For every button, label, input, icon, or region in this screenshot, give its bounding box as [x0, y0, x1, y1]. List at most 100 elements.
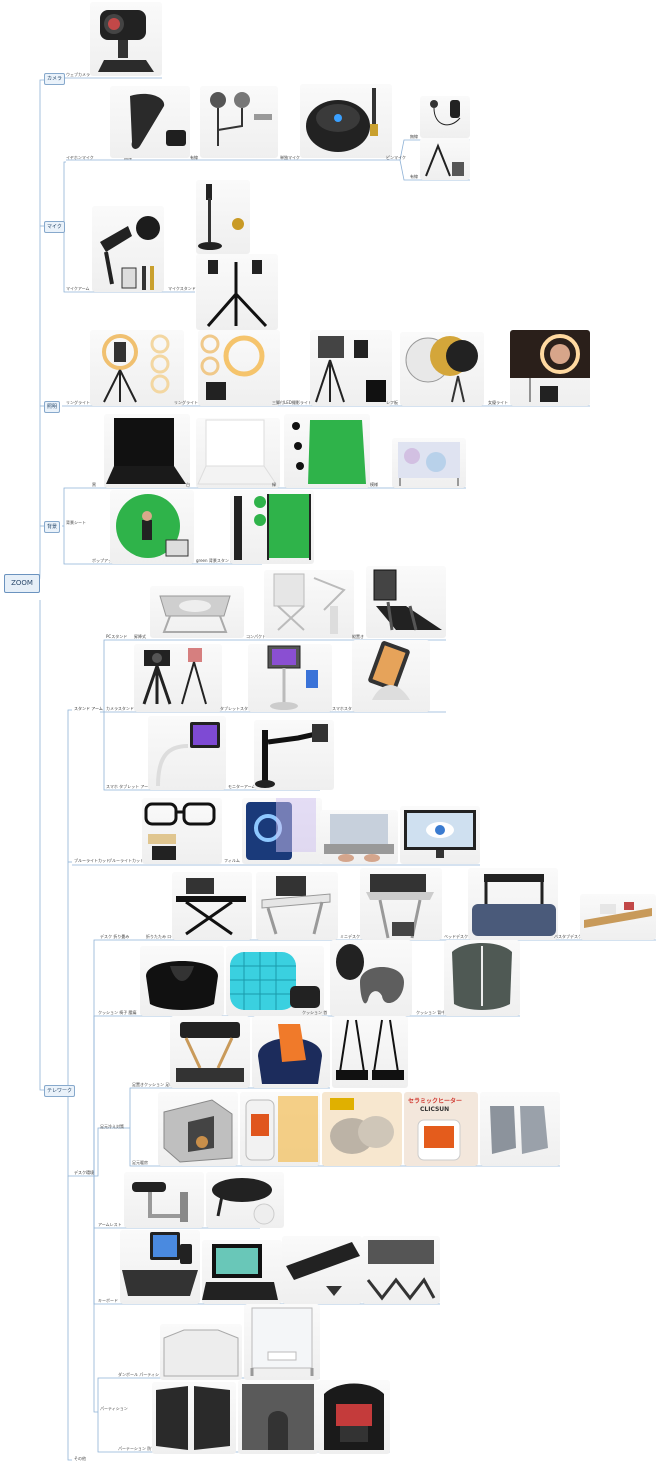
pin-mic-wireless-image [420, 96, 470, 138]
conference-mic-image [300, 84, 392, 158]
label-bluelight-cut[interactable]: ブルーライトカット [74, 858, 110, 863]
label-footrest[interactable]: 足置きクッション 足け [132, 1082, 174, 1087]
label-keyboard[interactable]: キーボード [98, 1298, 118, 1303]
label-pin-mic[interactable]: ピンマイク [386, 155, 406, 160]
label-foot-warmer[interactable]: 足元暖房 [132, 1160, 148, 1165]
label-single-mic[interactable]: 単独マイク [280, 155, 300, 160]
label-reflector[interactable]: レフ板 [386, 400, 398, 405]
bath-desk-image [580, 894, 656, 940]
monitor-bluelight-image [400, 806, 480, 864]
label-pop-up[interactable]: ポップアップ [92, 558, 116, 563]
label-camera-stand[interactable]: カメラスタンド [106, 706, 134, 711]
heater-box-brand: CLICSUN [420, 1106, 450, 1113]
arm-rest-image [124, 1172, 204, 1228]
label-webcam[interactable]: ウェブカメラ [66, 72, 90, 77]
foot-cushion-image [252, 1016, 330, 1088]
label-other-light[interactable]: 女優ライト [488, 400, 508, 405]
label-pc-compact[interactable]: コンパクト [246, 634, 266, 639]
arm-rest-pad-image [206, 1172, 284, 1228]
ring-light-tripod-image [90, 330, 184, 406]
label-bg-sheet[interactable]: 背景シート [66, 520, 86, 525]
label-other[interactable]: その他 [74, 1456, 86, 1461]
film-image [242, 798, 322, 864]
label-partition-booth[interactable]: パーテーション 防音 [118, 1446, 156, 1451]
category-camera[interactable]: カメラ [44, 73, 66, 85]
label-bath-desk[interactable]: バスタブデスク [554, 934, 582, 939]
label-pc-elevate[interactable]: 昇降式 [134, 634, 146, 639]
label-pin-wired[interactable]: 有線 [410, 174, 418, 179]
white-background-image [196, 418, 280, 488]
label-desk-env[interactable]: デスク環境 [74, 1170, 94, 1175]
label-bg-pattern[interactable]: 模様 [370, 482, 378, 487]
phone-stand-image [352, 640, 430, 712]
reflector-image [400, 332, 484, 406]
bluelight-glasses-image [142, 798, 222, 864]
category-light[interactable]: 照明 [44, 401, 61, 413]
beauty-light-image [510, 330, 590, 406]
footrest-image [170, 1016, 250, 1088]
label-ring-light-tripod[interactable]: リングライト 三脚 [66, 400, 100, 405]
green-background-image [284, 414, 370, 488]
wireless-headset-image [110, 86, 190, 158]
label-ring-light-clip[interactable]: リングライト クリップ [174, 400, 216, 405]
lap-desk-image [256, 872, 338, 940]
seat-cushion-image [140, 946, 224, 1016]
led-light-image [310, 330, 392, 406]
wired-earphone-image [200, 86, 278, 158]
label-cardboard-partition[interactable]: ダンボール パーティション [118, 1372, 168, 1377]
label-green-screen[interactable]: green 背景スタンド [196, 558, 233, 563]
label-film[interactable]: フィルム [224, 858, 240, 863]
label-neck-pillow[interactable]: クッション 首 [302, 1010, 328, 1015]
label-arm-rest[interactable]: アームレスト [98, 1222, 122, 1227]
booth-image [238, 1380, 318, 1454]
label-bg-green[interactable]: 緑 [272, 482, 276, 487]
keyboard-case-image [202, 1240, 282, 1304]
label-monitor-arm[interactable]: モニターアーム [228, 784, 256, 789]
label-lap-desk[interactable]: 折りたたみ ローテーブル [146, 934, 192, 939]
compact-pc-stand-image [264, 570, 354, 638]
category-background[interactable]: 背景 [44, 521, 61, 533]
category-mic[interactable]: マイク [44, 221, 65, 233]
green-screen-stand-image [230, 490, 314, 564]
neck-pillow-image [330, 940, 412, 1016]
folding-desk-image [172, 872, 252, 940]
pop-up-background-image [110, 490, 194, 564]
label-phone-arm[interactable]: スマホ タブレット アーム [106, 784, 153, 789]
pin-mic-wired-image [420, 138, 470, 180]
bed-desk-image [468, 868, 558, 940]
label-headset-mic[interactable]: イヤホンマイク [66, 155, 94, 160]
hanging-footrest-image [332, 1016, 408, 1088]
label-bed-desk[interactable]: ベッドデスク [444, 934, 468, 939]
label-stand-arm[interactable]: スタンド アーム [74, 706, 103, 711]
label-partition-group[interactable]: パーティション [100, 1406, 128, 1411]
sound-panel-image [152, 1382, 236, 1454]
label-bluelight-glasses[interactable]: ブルーライトカット [108, 858, 144, 863]
label-mic-stand[interactable]: マイクスタンド [168, 286, 196, 291]
label-wired[interactable]: 有線 [190, 155, 198, 160]
label-led-light[interactable]: 三脚付LED撮影ライト [272, 400, 312, 405]
tripod-mic-stand-image [196, 254, 278, 330]
label-pc-stand[interactable]: PCスタンド [106, 634, 128, 639]
label-bg-white[interactable]: 白 [186, 482, 190, 487]
label-mic-arm[interactable]: マイクアーム [66, 286, 90, 291]
label-cushion-seat[interactable]: クッション 椅子 腰痛 [98, 1010, 137, 1015]
label-mini-desk[interactable]: ミニデスク [340, 934, 360, 939]
mini-keyboard-image [362, 1236, 440, 1304]
label-desk-top[interactable]: デスク 折り畳み [100, 934, 130, 939]
category-telework[interactable]: テレワーク [44, 1085, 76, 1097]
mini-desk-image [360, 868, 442, 940]
keyboard-tablet-image [120, 1230, 200, 1304]
label-pc-vertical[interactable]: 縦置き [352, 634, 364, 639]
label-back-cushion[interactable]: クッション 背中 [416, 1010, 446, 1015]
label-pin-wireless[interactable]: 無線 [410, 134, 418, 139]
tablet-stand-image [248, 644, 332, 712]
label-phone-stand[interactable]: スマホスタンド [332, 706, 360, 711]
label-bg-black[interactable]: 黒 [92, 482, 96, 487]
label-feet-warm-group[interactable]: 足元冷え対策 [100, 1124, 124, 1129]
camera-stand-image [134, 644, 222, 712]
heated-slippers-image [322, 1092, 402, 1166]
root-node[interactable]: ZOOM [4, 574, 40, 593]
label-tablet-stand[interactable]: タブレットスタンド [220, 706, 256, 711]
